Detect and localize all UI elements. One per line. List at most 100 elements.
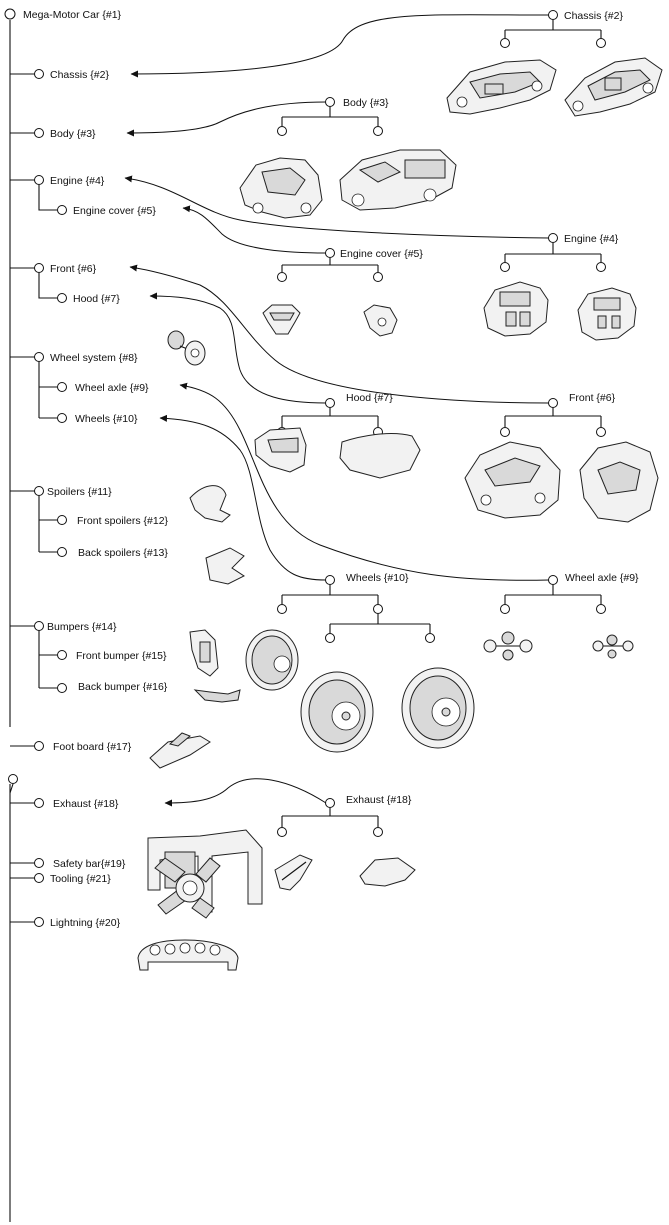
- item-engine: Engine {#4}: [50, 175, 105, 187]
- node-engine[interactable]: [34, 175, 44, 185]
- variant-leaf[interactable]: [325, 633, 335, 643]
- variant-label-wheels: Wheels {#10}: [346, 572, 409, 584]
- connector-arrows: [124, 14, 550, 807]
- node-bumpers[interactable]: [34, 621, 44, 631]
- node-front-spoilers[interactable]: [57, 515, 67, 525]
- node-hood[interactable]: [57, 293, 67, 303]
- chassis-variant-a: [446, 59, 557, 115]
- variant-tree-body: Body {#3}: [277, 97, 389, 136]
- back-bumper: [193, 689, 241, 703]
- engine-cover-variant-b: [363, 304, 398, 337]
- arrow-engine: [124, 175, 550, 239]
- wheel-large-b: [401, 667, 475, 749]
- variant-label-exhaust: Exhaust {#18}: [346, 794, 412, 806]
- wheel-axle-variant-a: [483, 631, 533, 661]
- variant-node-exhaust[interactable]: [325, 798, 335, 808]
- variant-node-engine-cover[interactable]: [325, 248, 335, 258]
- engine-variant-b: [577, 287, 637, 341]
- tooling-visible-root[interactable]: [8, 774, 18, 784]
- arrow-front: [129, 264, 550, 404]
- tooling-cross: [154, 857, 221, 919]
- root-label: Mega-Motor Car {#1}: [23, 9, 122, 21]
- variant-leaf[interactable]: [596, 604, 606, 614]
- node-safety-bar[interactable]: [34, 858, 44, 868]
- variant-node-chassis[interactable]: [548, 10, 558, 20]
- front-variant-b: [579, 441, 659, 523]
- exhaust-variant-a: [274, 854, 313, 891]
- variant-leaf[interactable]: [596, 262, 606, 272]
- variant-node-engine[interactable]: [548, 233, 558, 243]
- body-variant-a: [239, 157, 323, 219]
- arrow-engine-cover: [182, 205, 327, 254]
- arrow-wheel-axle: [179, 382, 550, 581]
- item-exhaust: Exhaust {#18}: [53, 798, 119, 810]
- variant-leaf[interactable]: [500, 427, 510, 437]
- foot-board: [149, 732, 211, 769]
- variant-leaf[interactable]: [500, 262, 510, 272]
- tooling-tree: Tooling {#21}: [8, 774, 111, 1222]
- node-front-bumper[interactable]: [57, 650, 67, 660]
- chassis-variant-b: [564, 57, 663, 117]
- variant-tree-wheel-axle: Wheel axle {#9}: [500, 572, 639, 614]
- variant-tree-wheels: Wheels {#10}: [277, 572, 435, 643]
- node-back-bumper[interactable]: [57, 683, 67, 693]
- root-node[interactable]: [4, 8, 16, 20]
- engine-cover-variant-a: [262, 304, 301, 335]
- variant-label-body: Body {#3}: [343, 97, 389, 109]
- variant-leaf[interactable]: [373, 827, 383, 837]
- node-engine-cover[interactable]: [57, 205, 67, 215]
- variant-leaf[interactable]: [596, 427, 606, 437]
- node-foot-board[interactable]: [34, 741, 44, 751]
- variant-label-hood: Hood {#7}: [346, 392, 393, 404]
- wheel-large-a: [300, 671, 374, 753]
- variant-node-front[interactable]: [548, 398, 558, 408]
- variant-leaf[interactable]: [373, 126, 383, 136]
- variant-leaf[interactable]: [277, 827, 287, 837]
- main-tree: Mega-Motor Car {#1} Chassis {#2} Body {#…: [4, 8, 169, 929]
- variant-node-wheels[interactable]: [325, 575, 335, 585]
- variant-node-body[interactable]: [325, 97, 335, 107]
- item-engine-cover: Engine cover {#5}: [73, 205, 156, 217]
- variant-tree-engine: Engine {#4}: [500, 233, 619, 272]
- part-pictures: [137, 57, 663, 971]
- variant-node-wheel-axle[interactable]: [548, 575, 558, 585]
- variant-leaf[interactable]: [373, 272, 383, 282]
- item-front-bumper: Front bumper {#15}: [76, 650, 167, 662]
- variant-leaf[interactable]: [277, 604, 287, 614]
- arrow-exhaust: [164, 778, 327, 807]
- variant-leaf[interactable]: [500, 38, 510, 48]
- item-bumpers: Bumpers {#14}: [47, 621, 117, 633]
- variant-leaf[interactable]: [277, 126, 287, 136]
- arrow-body: [126, 101, 327, 137]
- item-safety-bar: Safety bar{#19}: [53, 858, 126, 870]
- node-wheels[interactable]: [57, 413, 67, 423]
- node-wheel-axle[interactable]: [57, 382, 67, 392]
- hood-variant-b: [339, 433, 421, 479]
- node-exhaust[interactable]: [34, 798, 44, 808]
- node-wheel-system[interactable]: [34, 352, 44, 362]
- node-tooling[interactable]: [34, 873, 44, 883]
- node-body[interactable]: [34, 128, 44, 138]
- item-wheel-system: Wheel system {#8}: [50, 352, 138, 364]
- wheel-system: [167, 330, 206, 366]
- node-chassis[interactable]: [34, 69, 44, 79]
- item-wheels: Wheels {#10}: [75, 413, 138, 425]
- variant-leaf[interactable]: [596, 38, 606, 48]
- variant-node-hood[interactable]: [325, 398, 335, 408]
- variant-label-chassis: Chassis {#2}: [564, 10, 623, 22]
- node-spoilers[interactable]: [34, 486, 44, 496]
- exhaust-variant-b: [359, 857, 416, 887]
- variant-leaf[interactable]: [425, 633, 435, 643]
- engine-variant-a: [483, 281, 549, 337]
- front-variant-a: [464, 441, 561, 519]
- variant-leaf-mid[interactable]: [373, 604, 383, 614]
- item-back-bumper: Back bumper {#16}: [78, 681, 168, 693]
- node-front[interactable]: [34, 263, 44, 273]
- variant-leaf[interactable]: [277, 272, 287, 282]
- variant-label-front: Front {#6}: [569, 392, 616, 404]
- node-back-spoilers[interactable]: [57, 547, 67, 557]
- variant-leaf[interactable]: [500, 604, 510, 614]
- front-spoiler: [189, 485, 231, 523]
- node-lightning[interactable]: [34, 917, 44, 927]
